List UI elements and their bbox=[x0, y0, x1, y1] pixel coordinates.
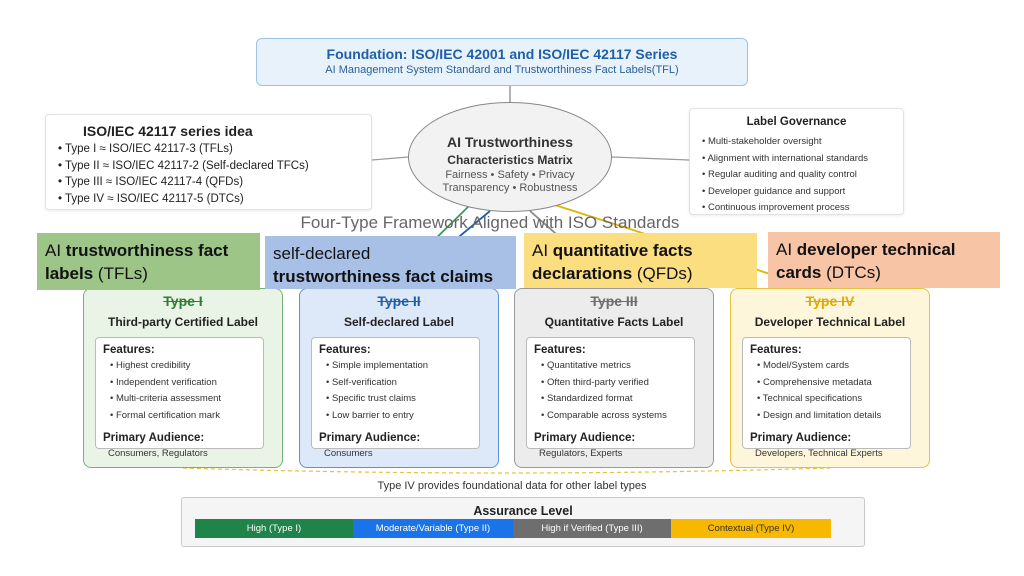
card-features-box: Features: Simple implementation Self-ver… bbox=[311, 337, 480, 459]
features-label: Features: bbox=[534, 344, 586, 356]
overlay-text-pre: self-declared bbox=[273, 244, 371, 263]
list-item: Specific trust claims bbox=[326, 391, 479, 408]
list-item: Often third-party verified bbox=[541, 375, 694, 392]
list-item: Multi-stakeholder oversight bbox=[702, 134, 903, 151]
foundational-data-note: Type IV provides foundational data for o… bbox=[377, 480, 647, 492]
matrix-subtitle: Characteristics Matrix bbox=[447, 153, 573, 167]
audience-label: Primary Audience: bbox=[103, 432, 205, 444]
list-item: Continuous improvement process bbox=[702, 200, 903, 217]
card-features-box: Features: Model/System cards Comprehensi… bbox=[742, 337, 911, 459]
overlay-label-tfl: AI trustworthiness fact labels (TFLs) bbox=[37, 233, 260, 290]
governance-list: Multi-stakeholder oversight Alignment wi… bbox=[690, 134, 903, 217]
card-subtitle: Quantitative Facts Label bbox=[544, 315, 684, 329]
card-features-box: Features: Highest credibility Independen… bbox=[95, 337, 264, 459]
audience-value: Developers, Technical Experts bbox=[755, 448, 883, 459]
overlay-text-pre: AI bbox=[45, 241, 66, 260]
matrix-title: AI Trustworthiness bbox=[446, 134, 574, 150]
features-label: Features: bbox=[103, 344, 155, 356]
list-item: Alignment with international standards bbox=[702, 151, 903, 168]
list-item: Type III ≈ ISO/IEC 42117-4 (QFDs) bbox=[58, 174, 371, 191]
list-item: Technical specifications bbox=[757, 391, 910, 408]
series-idea-list: Type I ≈ ISO/IEC 42117-3 (TFLs) Type II … bbox=[46, 141, 371, 207]
trustworthiness-matrix-ellipse: AI Trustworthiness Characteristics Matri… bbox=[408, 102, 612, 212]
audience-label: Primary Audience: bbox=[534, 432, 636, 444]
matrix-characteristics-1: Fairness • Safety • Privacy bbox=[445, 169, 575, 181]
list-item: Low barrier to entry bbox=[326, 408, 479, 425]
features-label: Features: bbox=[750, 344, 802, 356]
series-idea-box: ISO/IEC 42117 series idea Type I ≈ ISO/I… bbox=[45, 114, 372, 210]
audience-value: Regulators, Experts bbox=[539, 448, 623, 459]
card-type: Type II bbox=[377, 293, 421, 309]
list-item: Type IV ≈ ISO/IEC 42117-5 (DTCs) bbox=[58, 191, 371, 208]
assurance-segment-type-iii: High if Verified (Type III) bbox=[513, 519, 671, 538]
audience-value: Consumers bbox=[324, 448, 373, 459]
list-item: Model/System cards bbox=[757, 358, 910, 375]
foundation-title: Foundation: ISO/IEC 42001 and ISO/IEC 42… bbox=[326, 46, 678, 62]
overlay-text-bold: developer technical cards bbox=[776, 240, 956, 282]
overlay-text-post: (QFDs) bbox=[632, 264, 693, 283]
type-iii-card: Type III Quantitative Facts Label Featur… bbox=[514, 288, 714, 468]
list-item: Developer guidance and support bbox=[702, 184, 903, 201]
list-item: Design and limitation details bbox=[757, 408, 910, 425]
card-type: Type I bbox=[163, 293, 203, 309]
list-item: Formal certification mark bbox=[110, 408, 263, 425]
overlay-text-pre: AI bbox=[532, 241, 553, 260]
overlay-text-bold: trustworthiness fact claims bbox=[273, 267, 494, 286]
list-item: Quantitative metrics bbox=[541, 358, 694, 375]
list-item: Comparable across systems bbox=[541, 408, 694, 425]
audience-label: Primary Audience: bbox=[319, 432, 421, 444]
foundation-subtitle: AI Management System Standard and Trustw… bbox=[325, 64, 679, 76]
list-item: Type II ≈ ISO/IEC 42117-2 (Self-declared… bbox=[58, 158, 371, 175]
card-subtitle: Developer Technical Label bbox=[754, 315, 906, 329]
features-label: Features: bbox=[319, 344, 371, 356]
type-ii-card: Type II Self-declared Label Features: Si… bbox=[299, 288, 499, 468]
series-idea-title: ISO/IEC 42117 series idea bbox=[83, 123, 253, 139]
list-item: Independent verification bbox=[110, 375, 263, 392]
card-type: Type IV bbox=[805, 293, 855, 309]
foundation-box: Foundation: ISO/IEC 42001 and ISO/IEC 42… bbox=[256, 38, 748, 86]
list-item: Type I ≈ ISO/IEC 42117-3 (TFLs) bbox=[58, 141, 371, 158]
assurance-title: Assurance Level bbox=[473, 504, 573, 518]
assurance-bar: High (Type I) Moderate/Variable (Type II… bbox=[195, 519, 831, 538]
overlay-text-bold: quantitative facts declarations bbox=[532, 241, 693, 283]
card-subtitle: Third-party Certified Label bbox=[107, 315, 259, 329]
assurance-level-box: Assurance Level High (Type I) Moderate/V… bbox=[181, 497, 865, 547]
list-item: Simple implementation bbox=[326, 358, 479, 375]
card-features-box: Features: Quantitative metrics Often thi… bbox=[526, 337, 695, 459]
overlay-label-tfc: self-declared trustworthiness fact claims bbox=[265, 236, 516, 289]
list-item: Highest credibility bbox=[110, 358, 263, 375]
list-item: Standardized format bbox=[541, 391, 694, 408]
audience-value: Consumers, Regulators bbox=[108, 448, 208, 459]
assurance-segment-type-iv: Contextual (Type IV) bbox=[671, 519, 831, 538]
matrix-characteristics-2: Transparency • Robustness bbox=[442, 182, 578, 194]
list-item: Regular auditing and quality control bbox=[702, 167, 903, 184]
framework-title: Four-Type Framework Aligned with ISO Sta… bbox=[300, 213, 680, 232]
governance-title: Label Governance bbox=[746, 116, 847, 128]
card-subtitle: Self-declared Label bbox=[343, 315, 455, 329]
label-governance-box: Label Governance Multi-stakeholder overs… bbox=[689, 108, 904, 215]
type-i-card: Type I Third-party Certified Label Featu… bbox=[83, 288, 283, 468]
overlay-text-bold: trustworthiness fact labels bbox=[45, 241, 229, 283]
list-item: Multi-criteria assessment bbox=[110, 391, 263, 408]
audience-label: Primary Audience: bbox=[750, 432, 852, 444]
overlay-label-dtc: AI developer technical cards (DTCs) bbox=[768, 232, 1000, 288]
assurance-segment-type-ii: Moderate/Variable (Type II) bbox=[353, 519, 513, 538]
list-item: Comprehensive metadata bbox=[757, 375, 910, 392]
card-type: Type III bbox=[590, 293, 638, 309]
overlay-text-post: (DTCs) bbox=[821, 263, 881, 282]
overlay-label-qfd: AI quantitative facts declarations (QFDs… bbox=[524, 233, 757, 288]
type-iv-card: Type IV Developer Technical Label Featur… bbox=[730, 288, 930, 468]
list-item: Self-verification bbox=[326, 375, 479, 392]
overlay-text-post: (TFLs) bbox=[93, 264, 148, 283]
assurance-segment-type-i: High (Type I) bbox=[195, 519, 353, 538]
overlay-text-pre: AI bbox=[776, 240, 797, 259]
